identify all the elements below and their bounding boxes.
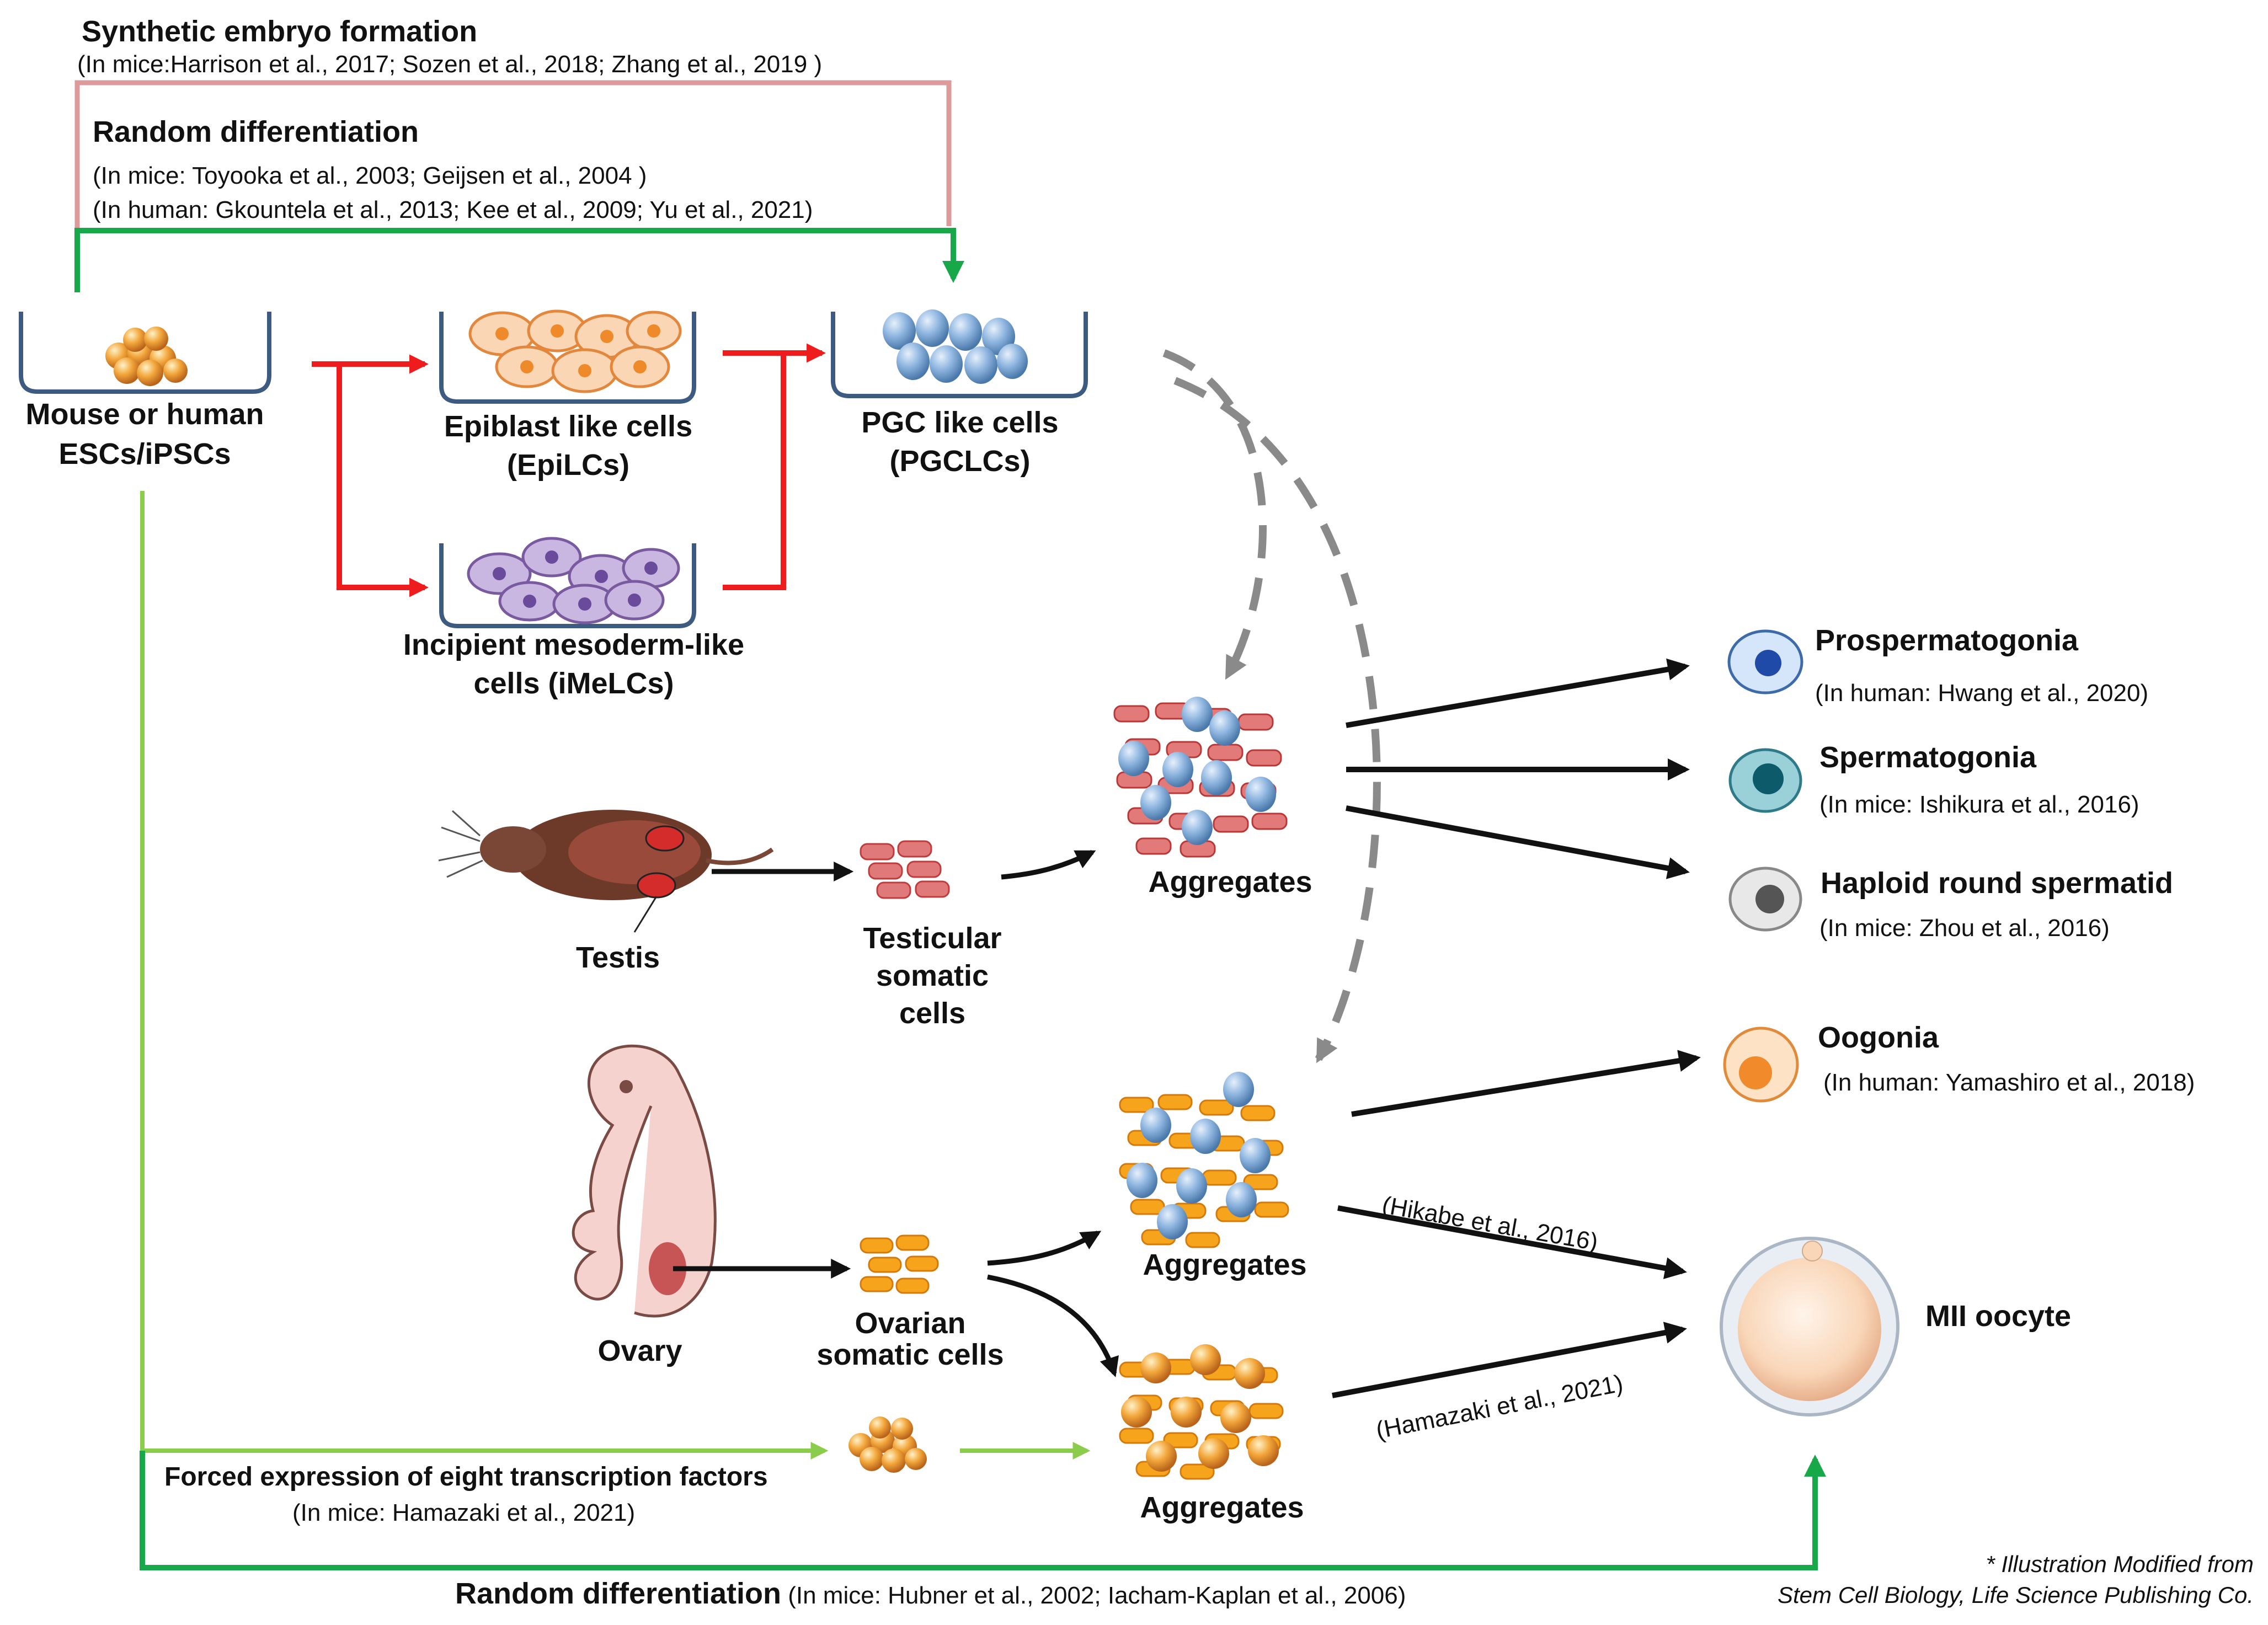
haploid-round-spermatid-icon — [1728, 867, 1802, 932]
testicular-somatic-label-2: somatic — [876, 959, 989, 992]
testis-label: Testis — [575, 941, 660, 974]
random-differentiation-top-title: Random differentiation — [93, 115, 419, 148]
spermatogonia-label: Spermatogonia — [1819, 741, 2037, 774]
mouse-icon — [438, 810, 774, 933]
somatic-to-aggregate-arrow — [1001, 849, 1096, 880]
ovarian-somatic-label-1: Ovarian — [855, 1307, 966, 1340]
ovarian-somatic-label-2: somatic cells — [817, 1338, 1004, 1371]
imelc-dish — [439, 543, 696, 628]
random-differentiation-bottom-title: Random differentiation — [455, 1577, 781, 1610]
imelc-label-line1: Incipient mesoderm-like — [403, 628, 745, 661]
epilc-cells-icon — [468, 309, 682, 393]
pgclc-to-testis-aggregate-arrow — [1162, 349, 1267, 680]
esc-dish — [19, 312, 271, 394]
illustration-credit-line2: Stem Cell Biology, Life Science Publishi… — [1778, 1582, 2254, 1608]
forced-expression-citation: (In mice: Hamazaki et al., 2021) — [292, 1499, 636, 1526]
testis-aggregates-label: Aggregates — [1148, 865, 1312, 899]
prospermatogonia-citation: (In human: Hwang et al., 2020) — [1815, 680, 2149, 707]
epilc-nuclei — [495, 324, 660, 377]
synthetic-embryo-citation: (In mice:Harrison et al., 2017; Sozen et… — [77, 51, 823, 78]
imelc-nuclei — [493, 550, 658, 611]
random-differentiation-bottom-citation: (In mice: Hubner et al., 2002; Iacham-Ka… — [781, 1582, 1406, 1609]
ovarian-somatic-cells-icon — [860, 1234, 939, 1294]
mii-oocyte-icon — [1720, 1237, 1899, 1416]
induced-cells-icon — [849, 1416, 927, 1473]
testicular-somatic-cells-icon — [860, 840, 950, 899]
pgclc-label-line1: PGC like cells — [861, 406, 1059, 439]
random-differentiation-bottom: Random differentiation (In mice: Hubner … — [455, 1576, 1406, 1611]
esc-label-line1: Mouse or human — [25, 398, 264, 431]
haploid-spermatid-citation: (In mice: Zhou et al., 2016) — [1819, 915, 2110, 942]
testicular-somatic-label-1: Testicular — [863, 922, 1002, 955]
ovary-outcome-arrows — [1332, 1050, 1701, 1398]
synthetic-embryo-connector — [74, 80, 952, 292]
imelc-cells-icon — [467, 537, 680, 624]
prospermatogonia-icon — [1727, 629, 1803, 694]
mii-oocyte-label: MII oocyte — [1925, 1300, 2072, 1333]
esc-label-line2: ESCs/iPSCs — [58, 437, 231, 471]
ovary-aggregate-icon — [1119, 1072, 1289, 1248]
pgclc-label-line2: (PGCLCs) — [889, 445, 1031, 478]
induced-aggregate-icon — [1119, 1344, 1284, 1480]
induction-arrows — [312, 343, 826, 597]
prospermatogonia-label: Prospermatogonia — [1815, 624, 2079, 657]
ovary-label: Ovary — [597, 1334, 682, 1367]
pgclc-to-ovary-aggregate-arrow — [1173, 377, 1381, 1063]
oogonia-icon — [1723, 1027, 1799, 1103]
oogonia-label: Oogonia — [1818, 1021, 1939, 1054]
ovary-aggregates-label: Aggregates — [1143, 1248, 1307, 1281]
spermatogonia-icon — [1728, 748, 1802, 813]
spermatogonia-citation: (In mice: Ishikura et al., 2016) — [1819, 791, 2139, 818]
imelc-label-line2: cells (iMeLCs) — [473, 667, 674, 700]
illustration-credit-line1: * Illustration Modified from — [1986, 1551, 2254, 1577]
pgclc-cells-icon — [883, 309, 1028, 384]
epilc-label-line1: Epiblast like cells — [444, 410, 693, 443]
testicular-somatic-label-3: cells — [899, 997, 966, 1030]
haploid-spermatid-label: Haploid round spermatid — [1821, 867, 2174, 900]
epilc-label-line2: (EpiLCs) — [507, 448, 629, 482]
induced-aggregates-label: Aggregates — [1140, 1491, 1304, 1524]
esc-colony-icon — [105, 327, 188, 386]
ovarian-to-lower-aggregate-arrow — [987, 1274, 1119, 1377]
random-differentiation-bottom-arrow — [140, 1451, 1826, 1570]
random-differentiation-mice-citation: (In mice: Toyooka et al., 2003; Geijsen … — [93, 162, 647, 189]
synthetic-embryo-title: Synthetic embryo formation — [82, 15, 478, 48]
ovarian-to-aggregate-arrow — [987, 1231, 1102, 1266]
pgclc-dish — [831, 312, 1088, 398]
random-differentiation-human-citation: (In human: Gkountela et al., 2013; Kee e… — [93, 196, 813, 223]
random-differentiation-top-arrow — [74, 228, 964, 292]
oogonia-citation: (In human: Yamashiro et al., 2018) — [1823, 1069, 2195, 1096]
forced-expression-title: Forced expression of eight transcription… — [164, 1462, 768, 1492]
embryo-icon — [572, 1044, 717, 1318]
epilc-dish — [439, 312, 696, 404]
testis-aggregate-icon — [1113, 697, 1288, 858]
testis-outcome-arrows — [1346, 658, 1690, 879]
